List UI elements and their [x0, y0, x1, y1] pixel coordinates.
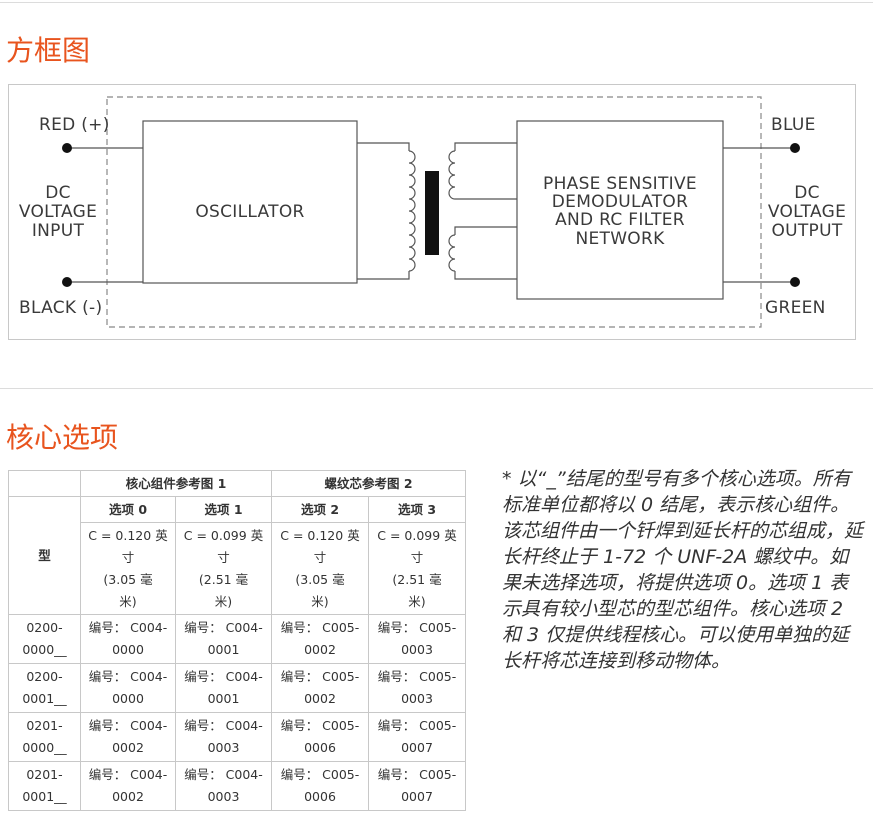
demod-label-4: NETWORK [575, 229, 665, 249]
dc-input-label-3: INPUT [32, 221, 85, 241]
demod-label-1: PHASE SENSITIVE [543, 174, 697, 194]
top-divider [0, 2, 873, 3]
part-cell: 编号： C004-0002 [80, 761, 176, 811]
group-header-core-assembly: 核心组件参考图 1 [80, 470, 272, 497]
table-spec-row: C = 0.120 英寸(3.05 毫米) C = 0.099 英寸(2.51 … [9, 522, 466, 615]
oscillator-label: OSCILLATOR [195, 202, 304, 222]
secondary-lead-bottom [454, 271, 517, 280]
table-row: 0200-0000__ 编号： C004-0000 编号： C004-0001 … [8, 614, 466, 664]
part-cell: 编号： C005-0002 [271, 614, 369, 664]
green-terminal [790, 277, 800, 287]
oscillator-block [142, 120, 358, 284]
table-option-header-row: 型 选项 0 选项 1 选项 2 选项 3 [8, 496, 466, 615]
part-cell: 编号： C005-0007 [368, 761, 466, 811]
spec-cell-0: C = 0.120 英寸(3.05 毫米) [80, 522, 176, 615]
block-diagram-title: 方框图 [6, 34, 91, 67]
primary-coil [408, 150, 416, 272]
demod-label-2: DEMODULATOR [552, 192, 688, 212]
part-cell: 编号： C005-0007 [368, 712, 466, 762]
dc-output-label-3: OUTPUT [771, 221, 842, 241]
spec-cell-2: C = 0.120 英寸(3.05 毫米) [271, 522, 369, 615]
core-options-table: 核心组件参考图 1 螺纹芯参考图 2 型 选项 0 选项 1 选项 2 选项 3… [8, 470, 466, 811]
dc-input-label-1: DC [45, 183, 71, 203]
type-header: 型 [8, 496, 81, 615]
core-options-note: * 以“_”结尾的型号有多个核心选项。所有标准单位都将以 0 结尾，表示核心组件… [502, 468, 864, 672]
black-label: BLACK (-) [19, 298, 102, 318]
secondary-lead-mid-2 [454, 226, 517, 235]
dashed-enclosure [106, 96, 762, 328]
secondary-coil-lower [448, 234, 456, 272]
part-cell: 编号： C004-0003 [175, 761, 272, 811]
part-cell: 编号： C004-0002 [80, 712, 176, 762]
part-cell: 编号： C005-0002 [271, 663, 369, 713]
blue-label: BLUE [771, 115, 816, 135]
model-cell: 0200-0001__ [8, 663, 81, 713]
part-cell: 编号： C005-0003 [368, 614, 466, 664]
table-row: 0200-0001__ 编号： C004-0000 编号： C004-0001 … [8, 663, 466, 713]
table-group-header-row: 核心组件参考图 1 螺纹芯参考图 2 [8, 470, 466, 497]
model-cell: 0200-0000__ [8, 614, 81, 664]
part-cell: 编号： C004-0003 [175, 712, 272, 762]
demodulator-block [516, 120, 724, 300]
part-cell: 编号： C005-0006 [271, 712, 369, 762]
option-header-0: 选项 0 [80, 496, 176, 523]
table-row: 0201-0001__ 编号： C004-0002 编号： C004-0003 … [8, 761, 466, 811]
dc-output-label-2: VOLTAGE [768, 202, 846, 222]
red-terminal [62, 143, 72, 153]
primary-lead-bottom [357, 271, 410, 280]
part-cell: 编号： C004-0000 [80, 614, 176, 664]
option-header-3: 选项 3 [368, 496, 466, 523]
red-label: RED (+) [39, 115, 110, 135]
secondary-lead-top [454, 142, 517, 151]
blue-terminal [790, 143, 800, 153]
table-row: 0201-0000__ 编号： C004-0002 编号： C004-0003 … [8, 712, 466, 762]
group-header-threaded-core: 螺纹芯参考图 2 [271, 470, 466, 497]
dc-output-label-1: DC [794, 183, 820, 203]
option-header-2: 选项 2 [271, 496, 369, 523]
part-cell: 编号： C004-0001 [175, 663, 272, 713]
part-cell: 编号： C004-0000 [80, 663, 176, 713]
green-label: GREEN [765, 298, 826, 318]
part-cell: 编号： C005-0003 [368, 663, 466, 713]
dc-input-label-2: VOLTAGE [19, 202, 97, 222]
table-corner-cell [8, 470, 81, 497]
spec-cell-1: C = 0.099 英寸(2.51 毫米) [175, 522, 272, 615]
transformer-core [425, 171, 439, 255]
section-divider [0, 388, 873, 389]
part-cell: 编号： C005-0006 [271, 761, 369, 811]
model-cell: 0201-0001__ [8, 761, 81, 811]
spec-cell-3: C = 0.099 英寸(2.51 毫米) [368, 522, 466, 615]
black-terminal [62, 277, 72, 287]
primary-lead-top [357, 142, 410, 151]
option-header-1: 选项 1 [175, 496, 272, 523]
block-diagram: RED (+) DC VOLTAGE INPUT BLACK (-) OSCIL… [8, 84, 856, 340]
block-diagram-svg: RED (+) DC VOLTAGE INPUT BLACK (-) OSCIL… [19, 96, 846, 328]
demod-label-3: AND RC FILTER [555, 210, 685, 230]
secondary-coil-upper [448, 150, 456, 200]
core-options-title: 核心选项 [6, 421, 119, 454]
part-cell: 编号： C004-0001 [175, 614, 272, 664]
model-cell: 0201-0000__ [8, 712, 81, 762]
